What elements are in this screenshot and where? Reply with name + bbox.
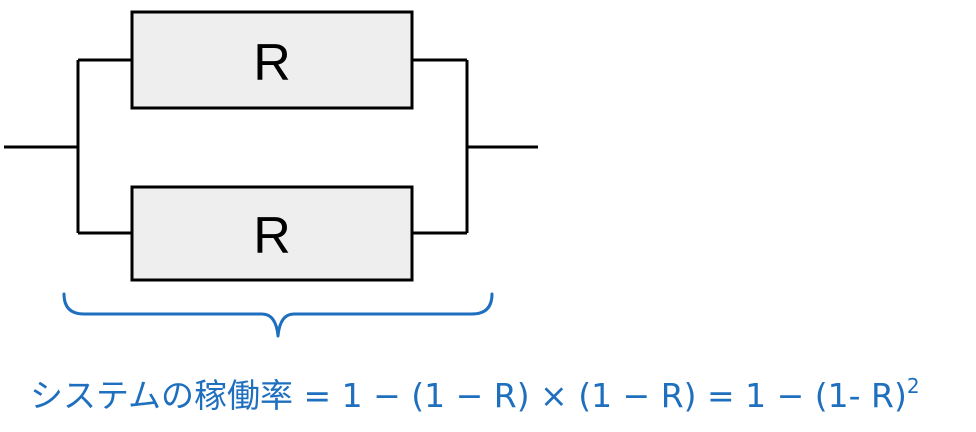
lower-block-label: R bbox=[253, 207, 291, 265]
formula-exponent: 2 bbox=[906, 374, 920, 398]
curly-brace bbox=[62, 292, 494, 338]
formula-text: システムの稼働率 = 1 − (1 − R) × (1 − R) = 1 − (… bbox=[30, 376, 907, 415]
lower-reliability-block bbox=[130, 185, 414, 282]
availability-formula: システムの稼働率 = 1 − (1 − R) × (1 − R) = 1 − (… bbox=[30, 362, 970, 420]
upper-block-label: R bbox=[253, 34, 291, 92]
upper-reliability-block bbox=[130, 10, 414, 110]
